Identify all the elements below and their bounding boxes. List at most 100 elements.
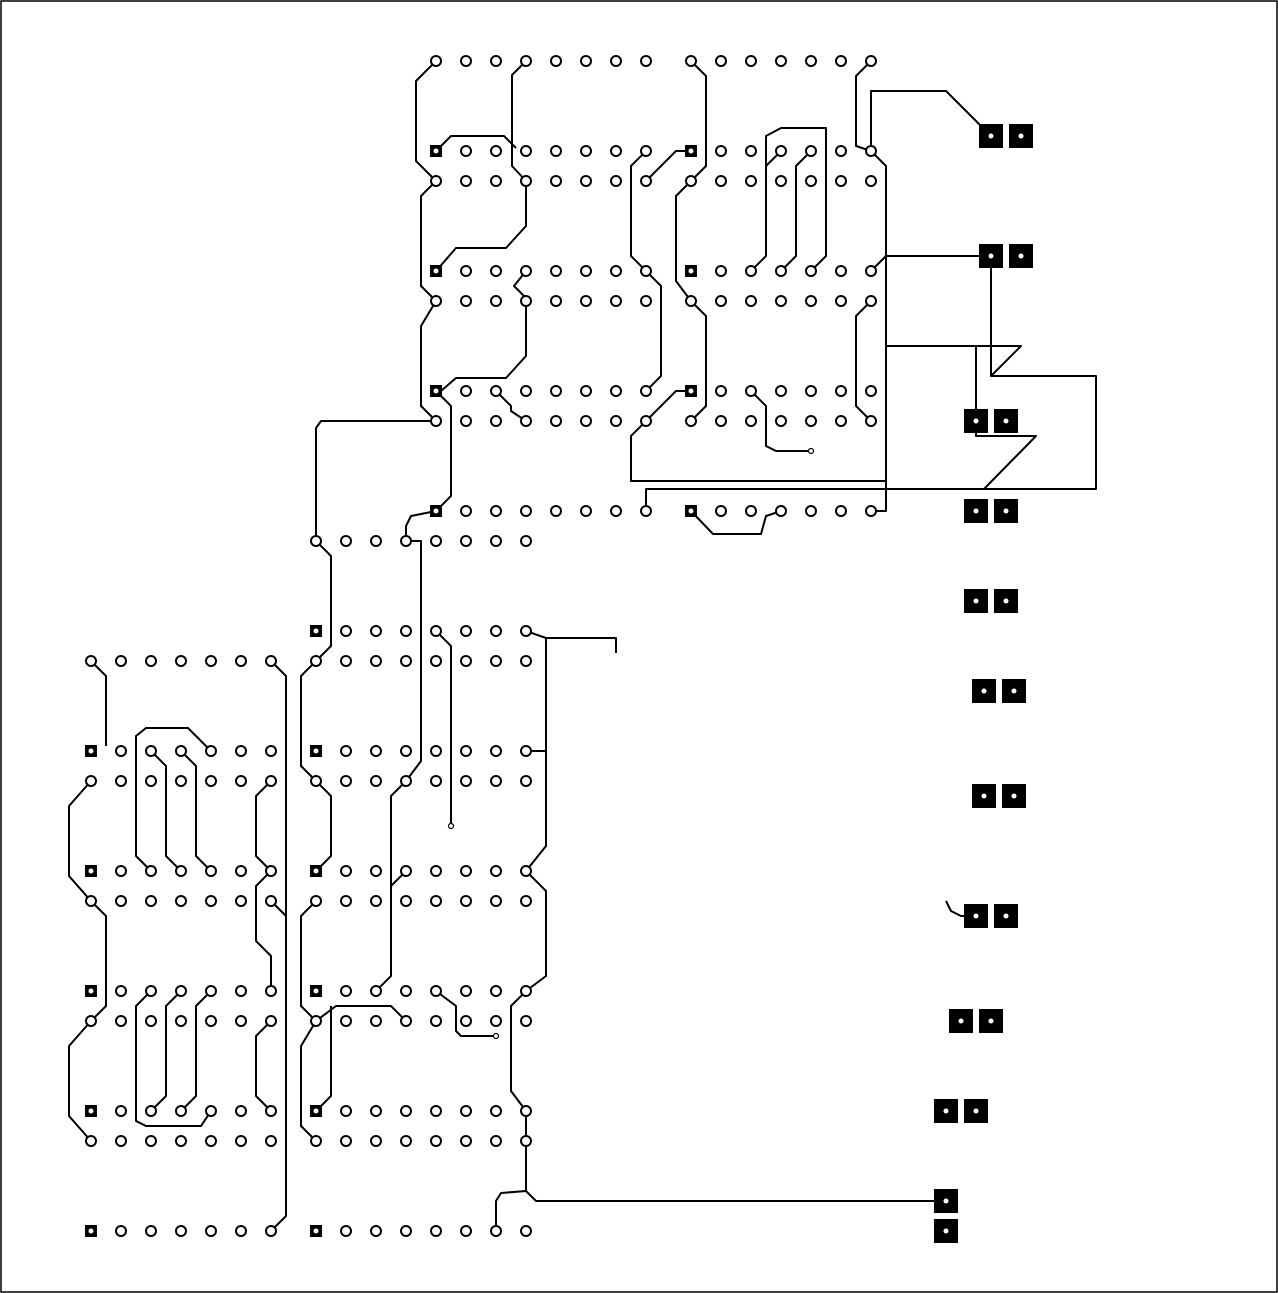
round-pad-icon <box>745 145 757 157</box>
round-pad-icon <box>835 175 847 187</box>
round-pad-icon <box>460 1225 472 1237</box>
round-pad-icon <box>865 55 877 67</box>
round-pad-icon <box>640 385 652 397</box>
round-pad-icon <box>370 1105 382 1117</box>
pad-hole <box>433 148 439 154</box>
round-pad-icon <box>550 415 562 427</box>
round-pad-icon <box>115 985 127 997</box>
via-icon <box>807 447 815 455</box>
round-pad-icon <box>490 145 502 157</box>
round-pad-icon <box>235 1135 247 1147</box>
pad-hole <box>1003 598 1009 604</box>
round-pad-icon <box>685 55 697 67</box>
round-pad-icon <box>685 295 697 307</box>
round-pad-icon <box>610 145 622 157</box>
round-pad-icon <box>640 415 652 427</box>
round-pad-icon <box>745 265 757 277</box>
copper-trace <box>390 870 407 976</box>
round-pad-icon <box>370 775 382 787</box>
round-pad-icon <box>865 265 877 277</box>
round-pad-icon <box>340 1105 352 1117</box>
copper-trace <box>435 630 452 826</box>
round-pad-icon <box>205 1135 217 1147</box>
round-pad-icon <box>490 385 502 397</box>
round-pad-icon <box>490 265 502 277</box>
round-pad-icon <box>145 1225 157 1237</box>
round-pad-icon <box>400 775 412 787</box>
copper-trace <box>435 181 527 272</box>
round-pad-icon <box>835 55 847 67</box>
pad-hole <box>688 268 694 274</box>
copper-trace <box>435 390 452 512</box>
pad-hole <box>1018 133 1024 139</box>
pad-hole <box>988 253 994 259</box>
round-pad-icon <box>520 505 532 517</box>
round-pad-icon <box>745 175 757 187</box>
round-pad-icon <box>520 895 532 907</box>
traces-layer <box>68 60 1097 1232</box>
round-pad-icon <box>805 145 817 157</box>
round-pad-icon <box>520 1105 532 1117</box>
round-pad-icon <box>430 985 442 997</box>
pad-hole <box>88 868 94 874</box>
round-pad-icon <box>430 55 442 67</box>
round-pad-icon <box>460 295 472 307</box>
round-pad-icon <box>400 625 412 637</box>
round-pad-icon <box>835 415 847 427</box>
pad-hole <box>1003 913 1009 919</box>
round-pad-icon <box>520 145 532 157</box>
copper-trace <box>315 540 332 662</box>
pad-hole <box>943 1198 949 1204</box>
round-pad-icon <box>715 415 727 427</box>
copper-trace <box>180 750 212 872</box>
copper-trace <box>975 346 1037 490</box>
round-pad-icon <box>265 775 277 787</box>
pad-hole <box>958 1018 964 1024</box>
round-pad-icon <box>145 1135 157 1147</box>
round-pad-icon <box>370 745 382 757</box>
round-pad-icon <box>520 535 532 547</box>
copper-trace <box>180 990 212 1112</box>
pad-hole <box>88 748 94 754</box>
round-pad-icon <box>145 745 157 757</box>
round-pad-icon <box>265 1225 277 1237</box>
round-pad-icon <box>235 985 247 997</box>
round-pad-icon <box>745 385 757 397</box>
copper-trace <box>255 1020 272 1112</box>
round-pad-icon <box>520 265 532 277</box>
round-pad-icon <box>520 745 532 757</box>
round-pad-icon <box>550 295 562 307</box>
round-pad-icon <box>715 55 727 67</box>
round-pad-icon <box>580 175 592 187</box>
round-pad-icon <box>460 55 472 67</box>
round-pad-icon <box>85 655 97 667</box>
round-pad-icon <box>715 175 727 187</box>
round-pad-icon <box>775 505 787 517</box>
round-pad-icon <box>205 865 217 877</box>
pad-hole <box>88 1228 94 1234</box>
round-pad-icon <box>610 295 622 307</box>
round-pad-icon <box>805 295 817 307</box>
round-pad-icon <box>85 775 97 787</box>
round-pad-icon <box>490 1015 502 1027</box>
round-pad-icon <box>520 55 532 67</box>
round-pad-icon <box>340 985 352 997</box>
round-pad-icon <box>610 505 622 517</box>
round-pad-icon <box>745 55 757 67</box>
copper-trace <box>435 135 517 152</box>
round-pad-icon <box>520 865 532 877</box>
round-pad-icon <box>430 1105 442 1117</box>
round-pad-icon <box>745 415 757 427</box>
round-pad-icon <box>460 1105 472 1117</box>
pad-hole <box>1011 688 1017 694</box>
round-pad-icon <box>235 895 247 907</box>
copper-trace <box>630 420 886 482</box>
round-pad-icon <box>490 895 502 907</box>
round-pad-icon <box>85 1135 97 1147</box>
round-pad-icon <box>145 1015 157 1027</box>
round-pad-icon <box>490 655 502 667</box>
round-pad-icon <box>865 415 877 427</box>
round-pad-icon <box>550 55 562 67</box>
round-pad-icon <box>775 265 787 277</box>
round-pad-icon <box>205 655 217 667</box>
